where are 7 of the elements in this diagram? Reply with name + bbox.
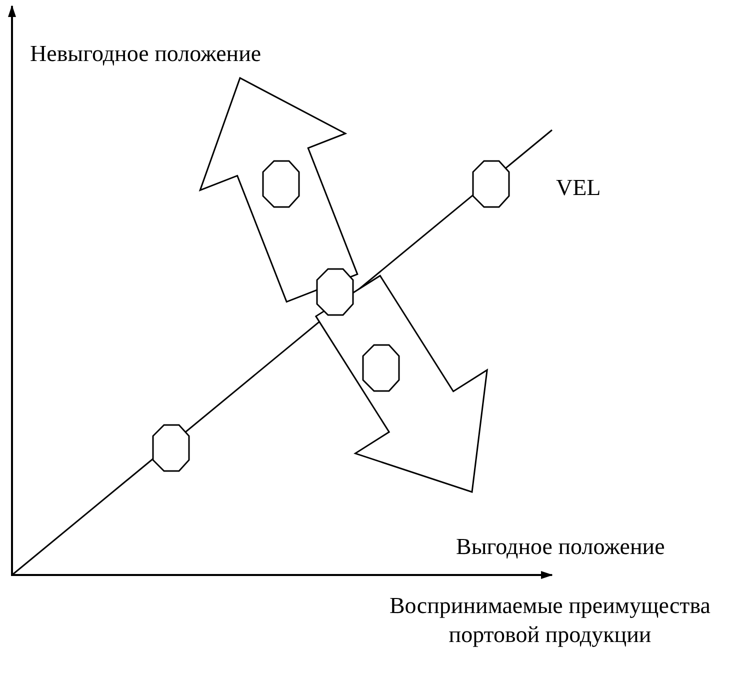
octagon-symbol [316,268,354,316]
octagon-symbol [152,424,190,472]
octagon-symbol [472,160,510,208]
axis-label: Невыгодное положение [30,40,262,68]
axis-label: Выгодное положение [456,533,665,561]
line-label: VEL [556,174,601,202]
axis-title: Воспринимаемые преимущества портовой продукции [388,592,712,649]
